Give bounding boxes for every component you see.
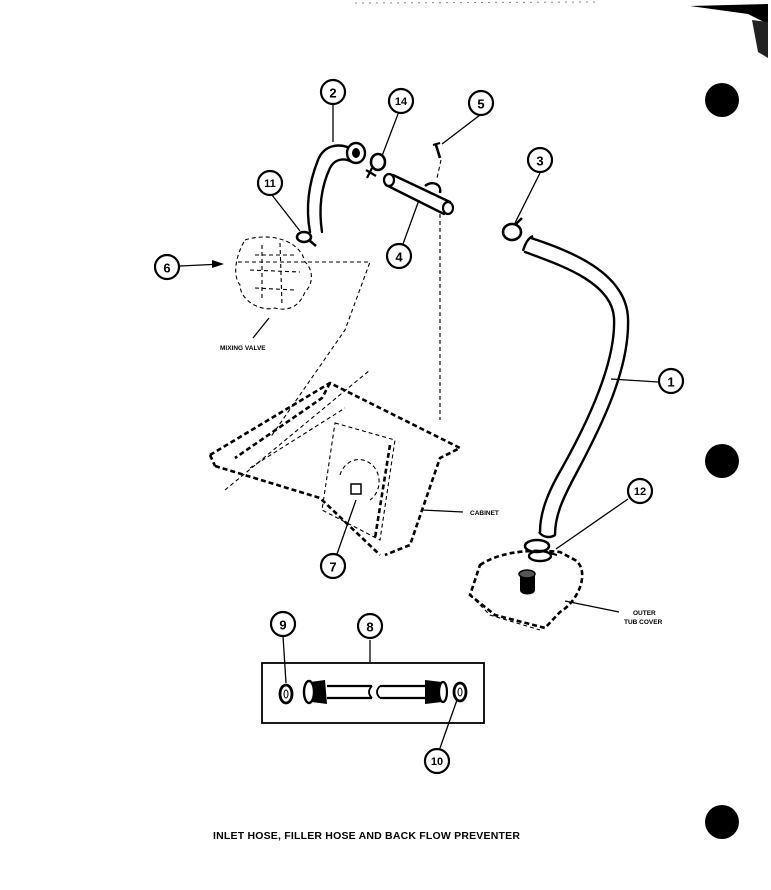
- callout-7: 7: [319, 552, 347, 580]
- inlet-hose-8: [302, 679, 449, 705]
- callout-10: 10: [423, 747, 451, 775]
- screw-to-preventer-line: [436, 159, 442, 179]
- diagram-caption: INLET HOSE, FILLER HOSE AND BACK FLOW PR…: [213, 830, 520, 842]
- callout-2-number: 2: [329, 86, 336, 101]
- binder-hole-top: [705, 83, 739, 117]
- binder-hole-middle: [705, 444, 739, 478]
- washer-10: [452, 681, 468, 703]
- hose-2: [306, 141, 367, 234]
- callout-8: 8: [356, 612, 384, 640]
- callout-8-number: 8: [366, 620, 373, 635]
- back-flow-preventer: [382, 172, 455, 216]
- callout-14-number: 14: [395, 96, 408, 108]
- outer-tub-cover: [468, 549, 584, 631]
- callout-5: 5: [467, 89, 495, 117]
- clamp-3: [501, 217, 523, 242]
- leader-lines: [179, 104, 659, 749]
- cabinet-label: CABINET: [470, 510, 499, 517]
- screw-5: [432, 141, 442, 159]
- callout-10-number: 10: [431, 756, 443, 768]
- cabinet-outline: [208, 369, 463, 557]
- mixing-valve-to-cabinet-line: [238, 261, 371, 439]
- callout-1-number: 1: [667, 375, 674, 390]
- callout-11-number: 11: [264, 178, 276, 190]
- callout-4: 4: [385, 242, 413, 270]
- clamp-11: [295, 230, 317, 247]
- callout-11: 11: [256, 169, 284, 197]
- callout-5-number: 5: [477, 97, 484, 112]
- callout-3: 3: [526, 146, 554, 174]
- callout-3-number: 3: [536, 154, 543, 169]
- callout-12: 12: [626, 477, 654, 505]
- outer-tub-cover-label-line2: TUB COVER: [624, 619, 663, 626]
- clamp-14: [365, 152, 387, 179]
- scan-edge-marks: [354, 1, 768, 58]
- callout-6: 6: [153, 253, 181, 281]
- callout-6-number: 6: [163, 261, 170, 276]
- callout-7-number: 7: [329, 560, 336, 575]
- mixing-valve: [235, 236, 312, 310]
- callout-9: 9: [269, 610, 297, 638]
- callout-4-number: 4: [395, 250, 403, 265]
- binder-hole-bottom: [705, 805, 739, 839]
- callout-1: 1: [657, 367, 685, 395]
- callout-2: 2: [319, 78, 347, 106]
- callout-9-number: 9: [279, 618, 286, 633]
- outer-tub-cover-label-line1: OUTER: [633, 610, 656, 617]
- inlet-hose-kit-box: [261, 662, 485, 724]
- filler-hose-1: [521, 234, 630, 539]
- cabinet-mount-hole: [350, 483, 362, 495]
- mixing-valve-label: MIXING VALVE: [220, 345, 266, 352]
- callout-14: 14: [387, 87, 415, 115]
- washer-9: [278, 683, 294, 705]
- callout-12-number: 12: [634, 486, 646, 498]
